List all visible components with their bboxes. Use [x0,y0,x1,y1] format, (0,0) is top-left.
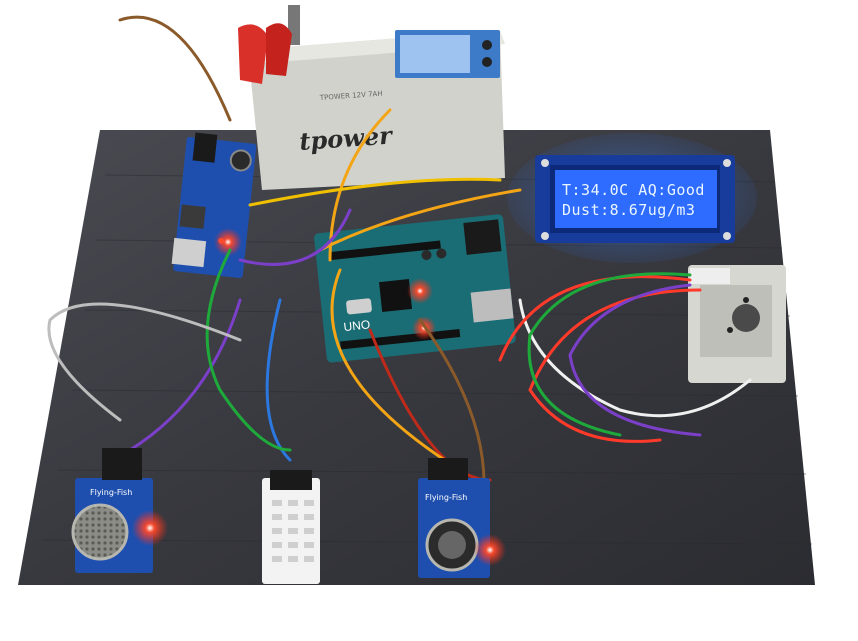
gas-sensor-right: Flying-Fish [418,458,490,578]
battery-brand: tpower [298,120,395,156]
gas-sensor-right-led [474,534,506,566]
red-clip-left [238,24,268,84]
red-clip-right [266,23,292,76]
gas-sensor-left: Flying-Fish [71,448,153,573]
buck-converter-led [214,228,242,256]
lcd-line-2: Dust:8.67ug/m3 [562,201,695,219]
gas-sensor-left-led [132,510,168,546]
gas-sensor-left-label: Flying-Fish [90,488,132,497]
battery: tpower TPOWER 12V 7AH [238,5,505,190]
jumper-wires [47,15,752,522]
arduino-led-1 [407,278,433,304]
dht-temperature-sensor [262,470,320,584]
lcd-line-1: T:34.0C AQ:Good [562,181,705,199]
arduino-label: UNO [343,317,371,334]
dust-sensor [688,265,786,383]
lcd-module: T:34.0C AQ:Good Dust:8.67ug/m3 [535,155,735,243]
gas-sensor-right-label: Flying-Fish [425,493,467,502]
